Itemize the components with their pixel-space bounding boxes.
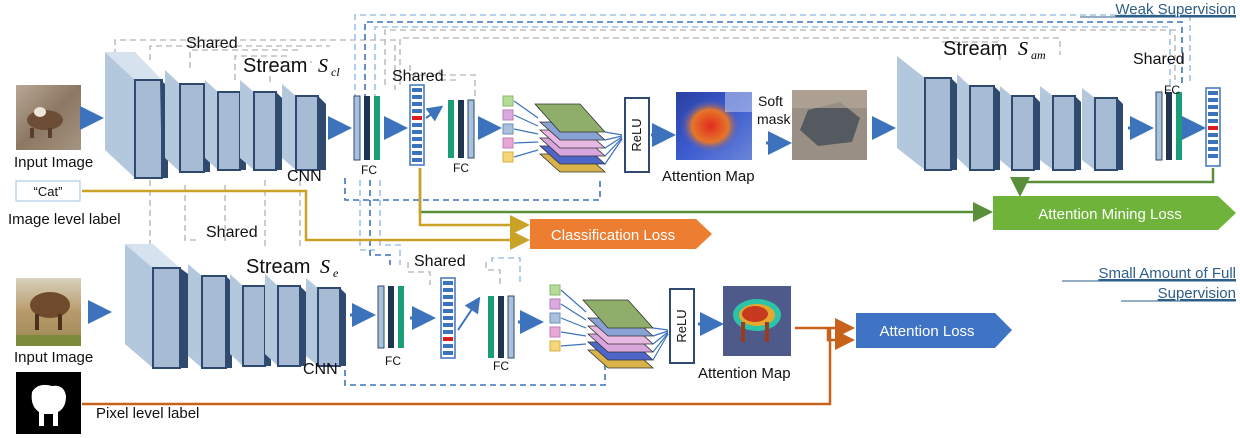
stacked-maps-top	[534, 103, 607, 173]
classification-loss-box: Classification Loss	[530, 219, 712, 249]
svg-text:S: S	[320, 256, 330, 278]
full-supervision-link-1[interactable]: Small Amount of Full	[1098, 265, 1236, 282]
input-image-label-top: Input Image	[14, 154, 93, 171]
stream-label-am: Stream S am	[943, 38, 1046, 62]
cnn-block	[230, 274, 271, 367]
svg-text:Stream: Stream	[246, 256, 310, 278]
attention-map-top	[676, 92, 752, 160]
full-supervision-link-2[interactable]: Supervision	[1158, 285, 1236, 302]
svg-text:e: e	[333, 266, 339, 280]
cnn-block	[165, 70, 210, 173]
attention-map-label-top: Attention Map	[662, 168, 755, 185]
cnn-block	[897, 56, 957, 171]
stacked-maps-bottom	[582, 299, 655, 369]
fc2-layers-bottom	[488, 295, 515, 359]
svg-text:ReLU: ReLU	[674, 309, 689, 342]
class-tag-label: “Cat”	[34, 184, 63, 199]
cnn-block	[105, 52, 168, 179]
cnn-blocks-am	[897, 56, 1123, 171]
feature-vector-bottom	[440, 277, 456, 359]
attention-loss-box: Attention Loss	[856, 313, 1012, 348]
cnn-label-bottom: CNN	[303, 361, 338, 378]
cnn-block	[282, 84, 326, 171]
soft-mask-label-2: mask	[757, 111, 791, 127]
fc-label-am: FC	[1164, 83, 1180, 97]
feature-vector-top	[409, 84, 425, 166]
arrow-vector-fc2-top	[425, 105, 444, 122]
arrow-label-class-loss	[82, 189, 530, 250]
cnn-blocks-bottom	[125, 244, 346, 369]
arrow-attn-map-attention-loss	[795, 326, 855, 350]
fc-layers-bottom	[377, 285, 404, 349]
fc-layers-top	[353, 95, 380, 161]
fc-label-top-1: FC	[361, 163, 377, 177]
masked-image	[792, 90, 867, 160]
attention-map-bottom	[723, 286, 791, 356]
svg-text:ReLU: ReLU	[629, 118, 644, 151]
svg-text:Stream: Stream	[243, 55, 307, 77]
class-tag-box: “Cat”	[15, 180, 81, 202]
shared-label-top-fc: Shared	[392, 68, 444, 85]
cnn-block	[1082, 88, 1123, 171]
arrow-pixel-label-attention-loss	[82, 318, 855, 406]
fc-label-bottom-2: FC	[493, 359, 509, 373]
relu-box-top: ReLU	[624, 97, 650, 173]
soft-mask-label-1: Soft	[758, 93, 783, 109]
fc-label-bottom-1: FC	[385, 354, 401, 368]
svg-text:Classification Loss: Classification Loss	[551, 227, 675, 244]
relu-box-bottom: ReLU	[669, 288, 695, 364]
arrow-vector-class-loss	[418, 168, 530, 235]
svg-text:am: am	[1031, 48, 1046, 62]
svg-text:cl: cl	[331, 65, 340, 79]
cnn-block	[125, 244, 188, 369]
shared-label-bottom-fc: Shared	[414, 253, 466, 270]
attention-map-label-bottom: Attention Map	[698, 365, 791, 382]
weak-supervision-link[interactable]: Weak Supervision	[1115, 1, 1236, 18]
fc3-layers	[1155, 91, 1182, 161]
cnn-block	[240, 80, 282, 171]
fc-label-top-2: FC	[453, 161, 469, 175]
stream-label-top: Stream S cl	[243, 55, 340, 79]
cube-to-map-arrows-bottom	[560, 289, 669, 361]
cnn-block	[205, 80, 246, 171]
pixel-level-label: Pixel level label	[96, 405, 199, 422]
pixel-label-image	[16, 372, 81, 434]
svg-text:Stream: Stream	[943, 38, 1007, 60]
attention-mining-loss-box: Attention Mining Loss	[993, 196, 1236, 230]
cnn-block	[1040, 86, 1081, 171]
cube-to-map-arrows-top	[513, 100, 623, 165]
stream-label-bottom: Stream S e	[246, 256, 339, 280]
cnn-block	[265, 274, 306, 367]
shared-label-bottom-left: Shared	[206, 224, 258, 241]
svg-text:Attention Loss: Attention Loss	[879, 323, 974, 340]
svg-text:S: S	[318, 55, 328, 77]
feature-cubes-top	[502, 95, 514, 163]
cnn-label-top: CNN	[287, 168, 322, 185]
cnn-block	[1000, 86, 1040, 171]
input-image-top	[16, 85, 81, 150]
arrow-vector-fc2-bottom	[457, 296, 481, 331]
input-image-label-bottom: Input Image	[14, 349, 93, 366]
fc2-layers-top	[448, 99, 475, 159]
input-image-bottom	[16, 278, 81, 346]
cnn-block	[306, 278, 346, 367]
image-level-label: Image level label	[8, 211, 121, 228]
svg-text:S: S	[1018, 38, 1028, 60]
shared-label-top-left: Shared	[186, 35, 238, 52]
svg-text:Attention Mining Loss: Attention Mining Loss	[1038, 206, 1181, 223]
arrow-vector-mining-loss	[1010, 168, 1215, 197]
shared-label-top-right: Shared	[1133, 51, 1185, 68]
cnn-block	[957, 74, 1000, 171]
feature-vector-am	[1205, 87, 1221, 167]
cnn-block	[188, 264, 232, 369]
feature-cubes-bottom	[549, 284, 561, 352]
cnn-blocks-top	[105, 52, 326, 179]
